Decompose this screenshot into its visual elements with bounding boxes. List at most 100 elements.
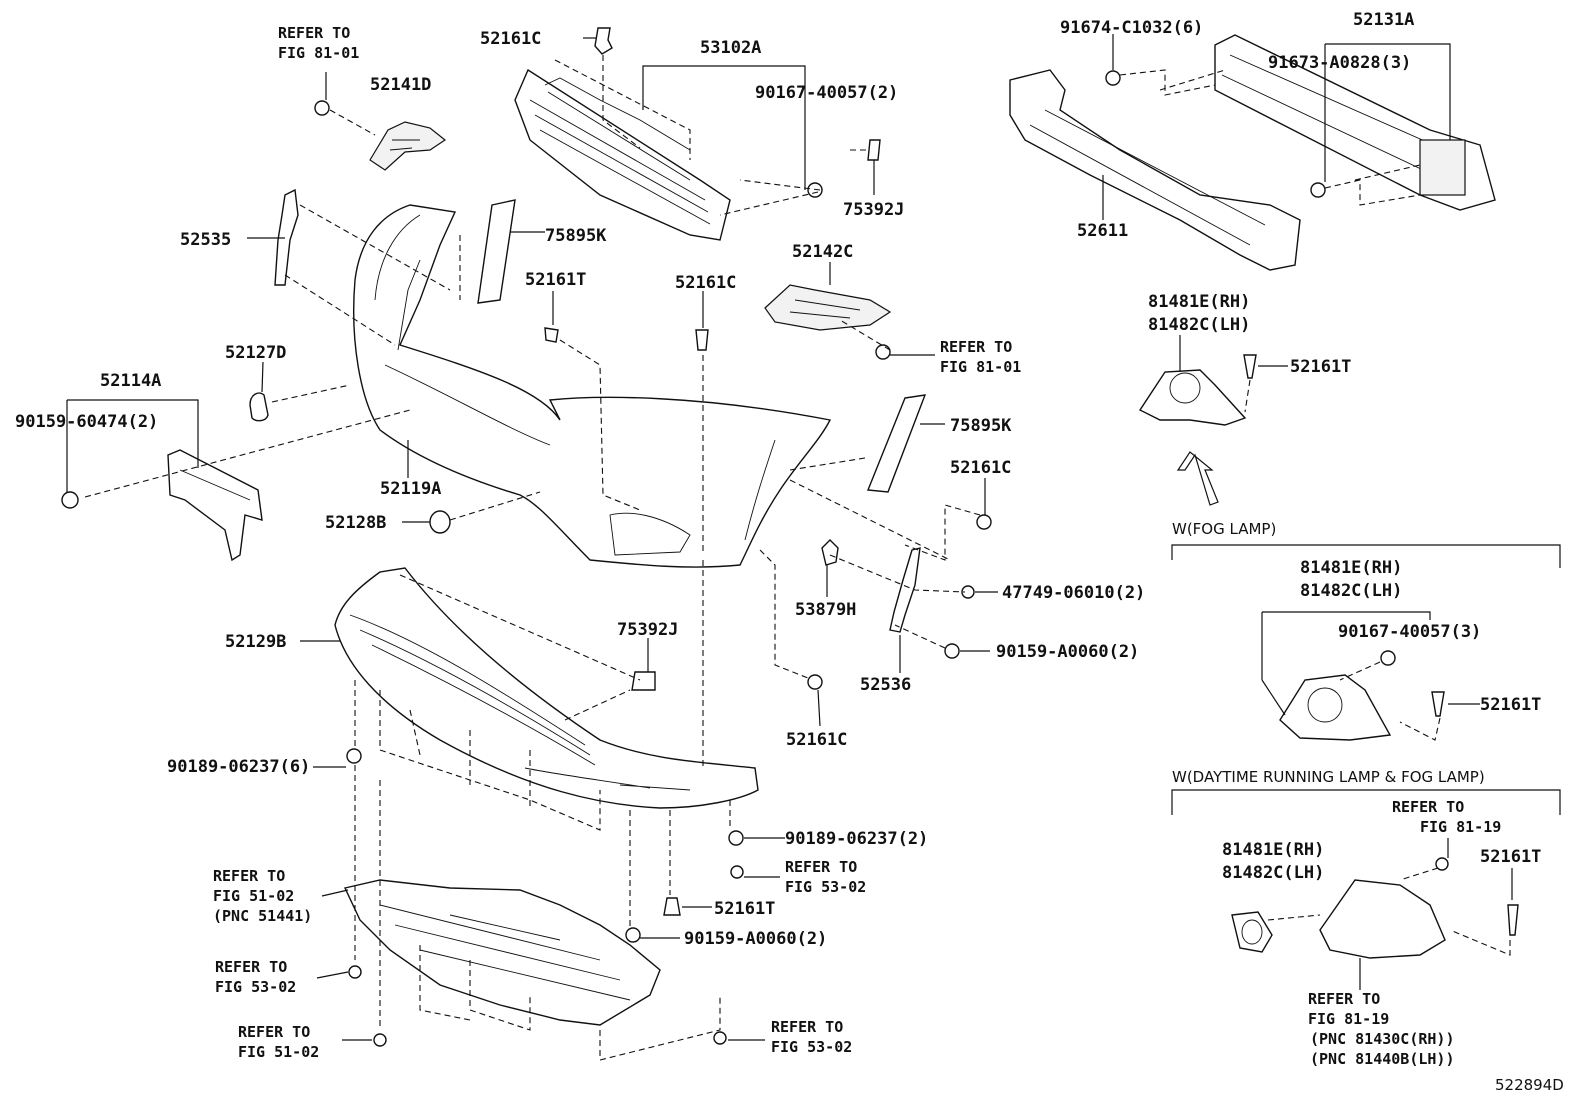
label-81481e-rh-a: 81481E(RH) [1148, 292, 1250, 312]
label-52141d: 52141D [370, 75, 431, 95]
fastener-bolt-52141d [314, 100, 330, 116]
diagram-id: 522894D [1495, 1076, 1564, 1094]
label-52161c-c: 52161C [950, 458, 1011, 478]
section-fog-lamp: W(FOG LAMP) [1172, 520, 1276, 538]
license-bracket-part [167, 449, 263, 562]
label-52161t-b: 52161T [714, 899, 775, 919]
label-81482c-lh-a: 81482C(LH) [1148, 315, 1250, 335]
fastener-nut-90189-06237-6 [346, 748, 362, 764]
label-53879h: 53879H [795, 600, 856, 620]
label-90189-06237-6: 90189-06237(6) [167, 757, 310, 777]
ref-4-line2: FIG 53-02 [785, 878, 866, 896]
label-52127d: 52127D [225, 343, 286, 363]
label-90167-40057-2: 90167-40057(2) [755, 83, 898, 103]
label-52161t-d: 52161T [1480, 695, 1541, 715]
label-52611: 52611 [1077, 221, 1128, 241]
ref-6-line2: FIG 51-02 [238, 1043, 319, 1061]
fastener-bolt-90159-a0060-b [625, 927, 641, 943]
fastener-clip-52161t-d [1431, 691, 1445, 717]
ref-9-line1: REFER TO [1308, 990, 1380, 1008]
ref-3-line2: FIG 51-02 [213, 887, 294, 905]
absorber-52611-part [1009, 69, 1301, 271]
fastener-clip-52161c-c [976, 514, 992, 530]
lower-bumper-part [334, 567, 759, 809]
label-75895k-a: 75895K [545, 226, 607, 246]
label-75895k-b: 75895K [950, 416, 1012, 436]
ref-3-line1: REFER TO [213, 867, 285, 885]
ref-2-line2: FIG 81-01 [940, 358, 1021, 376]
ref-5-line2: FIG 53-02 [215, 978, 296, 996]
fastener-bolt-refer-53-02-b [348, 965, 362, 979]
label-91674-c1032-6: 91674-C1032(6) [1060, 18, 1203, 38]
label-52131a: 52131A [1353, 10, 1414, 30]
label-53102a: 53102A [700, 38, 761, 58]
ref-1-line2: FIG 81-01 [278, 44, 359, 62]
section-headers: W(FOG LAMP) W(DAYTIME RUNNING LAMP & FOG… [1172, 520, 1485, 786]
drl-fog-lamp-part [1231, 879, 1446, 959]
label-52129b: 52129B [225, 632, 286, 652]
fastener-clip-75392j-b [631, 671, 656, 691]
ref-8-line1: REFER TO [1392, 798, 1464, 816]
retainer-52536-part [889, 547, 921, 633]
label-90159-a0060-2-a: 90159-A0060(2) [996, 642, 1139, 662]
fastener-bolt-refer-51-02 [373, 1033, 387, 1047]
fastener-bolt-refer-81-19 [1435, 857, 1449, 871]
bracket-52142c-part [764, 284, 892, 331]
label-81482c-lh-c: 81482C(LH) [1222, 863, 1324, 883]
ref-5-line1: REFER TO [215, 958, 287, 976]
label-90159-a0060-2-b: 90159-A0060(2) [684, 929, 827, 949]
label-52119a: 52119A [380, 479, 441, 499]
label-52142c: 52142C [792, 242, 853, 262]
fastener-clip-52161t-b [663, 897, 681, 916]
ref-3-line3: (PNC 51441) [213, 907, 312, 925]
ref-2-line1: REFER TO [940, 338, 1012, 356]
fastener-bolt-90167-40057-3 [1380, 650, 1396, 666]
part-labels: 52161C 53102A 90167-40057(2) 75392J 5214… [15, 10, 1541, 949]
ref-7-line2: FIG 53-02 [771, 1038, 852, 1056]
bracket-53879h-part [821, 539, 839, 566]
seal-strip-left-part [477, 199, 516, 304]
fastener-bolt-91673 [1310, 182, 1326, 198]
reference-notes: REFER TO FIG 81-01 REFER TO FIG 81-01 RE… [213, 24, 1501, 1068]
section-drl-fog-lamp: W(DAYTIME RUNNING LAMP & FOG LAMP) [1172, 768, 1485, 786]
engine-under-cover-part [343, 879, 661, 1026]
label-81481e-rh-c: 81481E(RH) [1222, 840, 1324, 860]
ref-7-line1: REFER TO [771, 1018, 843, 1036]
label-90167-40057-3: 90167-40057(3) [1338, 622, 1481, 642]
retainer-52535-part [274, 188, 299, 286]
label-52536: 52536 [860, 675, 911, 695]
label-91673-a0828-3: 91673-A0828(3) [1268, 53, 1411, 73]
ref-9-line4: (PNC 81440B(LH)) [1310, 1050, 1455, 1068]
label-75392j-b: 75392J [617, 620, 678, 640]
upper-grille-part [514, 68, 731, 241]
leader-lines [66, 34, 1561, 1041]
fastener-nut-90189-06237-2 [728, 830, 744, 846]
ref-1-line1: REFER TO [278, 24, 350, 42]
fastener-bolt-refer-53-02-c [713, 1031, 727, 1045]
label-81481e-rh-b: 81481E(RH) [1300, 558, 1402, 578]
label-75392j-a: 75392J [843, 200, 904, 220]
label-47749-06010-2: 47749-06010(2) [1002, 583, 1145, 603]
fastener-clip-75392j-top [867, 139, 881, 161]
fastener-bolt-47749 [961, 585, 975, 599]
label-90189-06237-2: 90189-06237(2) [785, 829, 928, 849]
ref-6-line1: REFER TO [238, 1023, 310, 1041]
label-52535: 52535 [180, 230, 231, 250]
ref-4-line1: REFER TO [785, 858, 857, 876]
label-52161c-b: 52161C [675, 273, 736, 293]
label-52114a: 52114A [100, 371, 161, 391]
fastener-clip-52161t-c [1243, 354, 1257, 379]
reinforcement-52131a-part [1214, 34, 1496, 211]
fog-lamp-bracket-top-part [1138, 369, 1247, 506]
label-52161t-c: 52161T [1290, 357, 1351, 377]
label-90159-60474-2: 90159-60474(2) [15, 412, 158, 432]
fastener-bolt-90159-60474 [61, 491, 79, 509]
fastener-clip-52161t-a [544, 327, 559, 343]
assembly-lines [84, 55, 1511, 1061]
label-52161t-e: 52161T [1480, 847, 1541, 867]
cap-52128b-part [429, 510, 451, 534]
fastener-bolt-90159-a0060-a [944, 643, 960, 659]
label-52161t-a: 52161T [525, 270, 586, 290]
bracket-52141d-part [369, 121, 447, 171]
